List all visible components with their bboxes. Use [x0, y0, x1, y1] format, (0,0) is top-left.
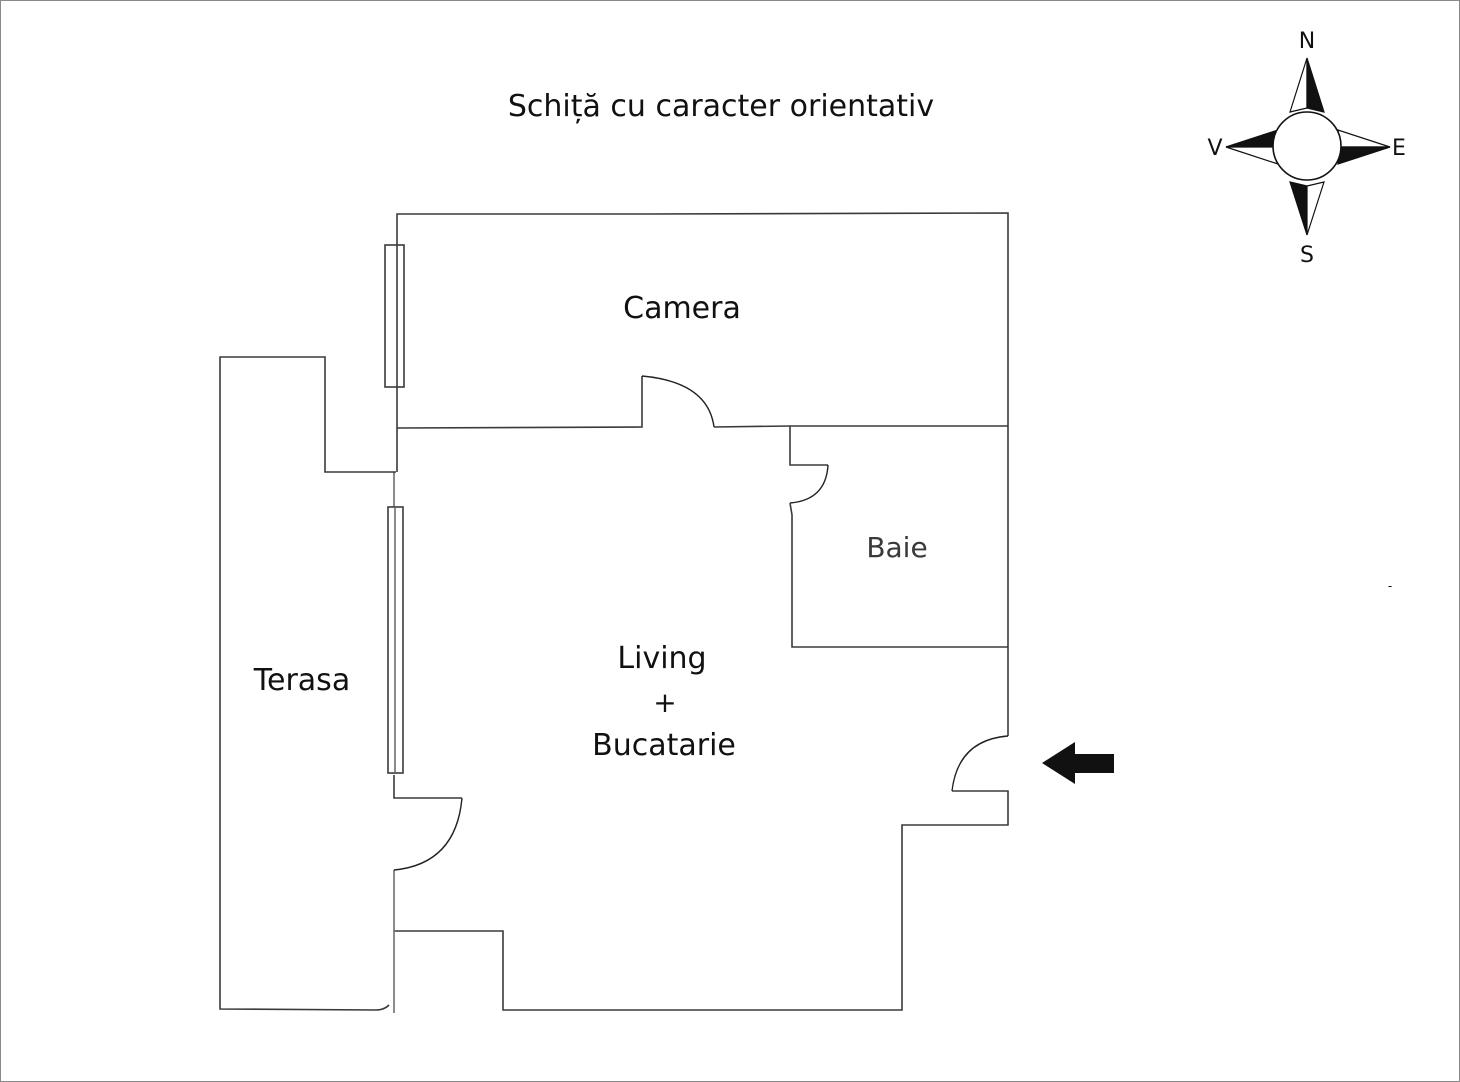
room-label-plus: +: [653, 686, 676, 719]
compass-rose: [1225, 57, 1391, 236]
compass-north-dark: [1306, 57, 1325, 113]
room-label-baie: Baie: [866, 531, 927, 564]
compass-label-north: N: [1299, 29, 1315, 54]
camera-door-swing: [641, 375, 715, 428]
entrance-door-swing: [951, 735, 1009, 792]
baie-wall-upper: [789, 426, 828, 466]
camera-walls: [396, 212, 1009, 472]
compass-label-east: E: [1392, 136, 1406, 161]
baie-door-swing: [789, 464, 829, 504]
terasa-area: [219, 356, 396, 1011]
baie-wall-lower: [789, 502, 1008, 648]
compass-center-circle: [1272, 111, 1342, 181]
compass-north-light: [1289, 57, 1308, 113]
room-label-bucatarie: Bucatarie: [592, 728, 736, 763]
compass-south-dark: [1289, 181, 1308, 236]
baie-room: [789, 426, 1009, 648]
camera-bottom-wall-right: [713, 425, 1008, 428]
compass-label-west: V: [1207, 136, 1222, 161]
living-room: [387, 472, 1009, 1013]
compass-west-dark: [1225, 129, 1279, 148]
plan-title: Schiță cu caracter orientativ: [508, 89, 934, 124]
room-label-living: Living: [617, 641, 706, 676]
compass-west-light: [1225, 146, 1279, 165]
terasa-walls: [219, 356, 396, 1011]
living-south-walls: [394, 790, 1009, 1011]
compass-east-light: [1337, 129, 1391, 148]
room-label-terasa: Terasa: [253, 663, 350, 698]
camera-room: [384, 212, 1009, 472]
terrace-door-jamb: [393, 775, 462, 799]
compass-south-light: [1306, 181, 1325, 236]
camera-bottom-wall-left: [396, 376, 643, 429]
terrace-door-swing: [393, 797, 463, 871]
entrance-arrow-icon: [1042, 742, 1114, 784]
camera-window: [384, 244, 405, 388]
room-label-camera: Camera: [623, 291, 741, 326]
compass-label-south: S: [1300, 243, 1314, 268]
stray-mark: -: [1388, 579, 1392, 593]
compass-east-dark: [1337, 146, 1391, 165]
